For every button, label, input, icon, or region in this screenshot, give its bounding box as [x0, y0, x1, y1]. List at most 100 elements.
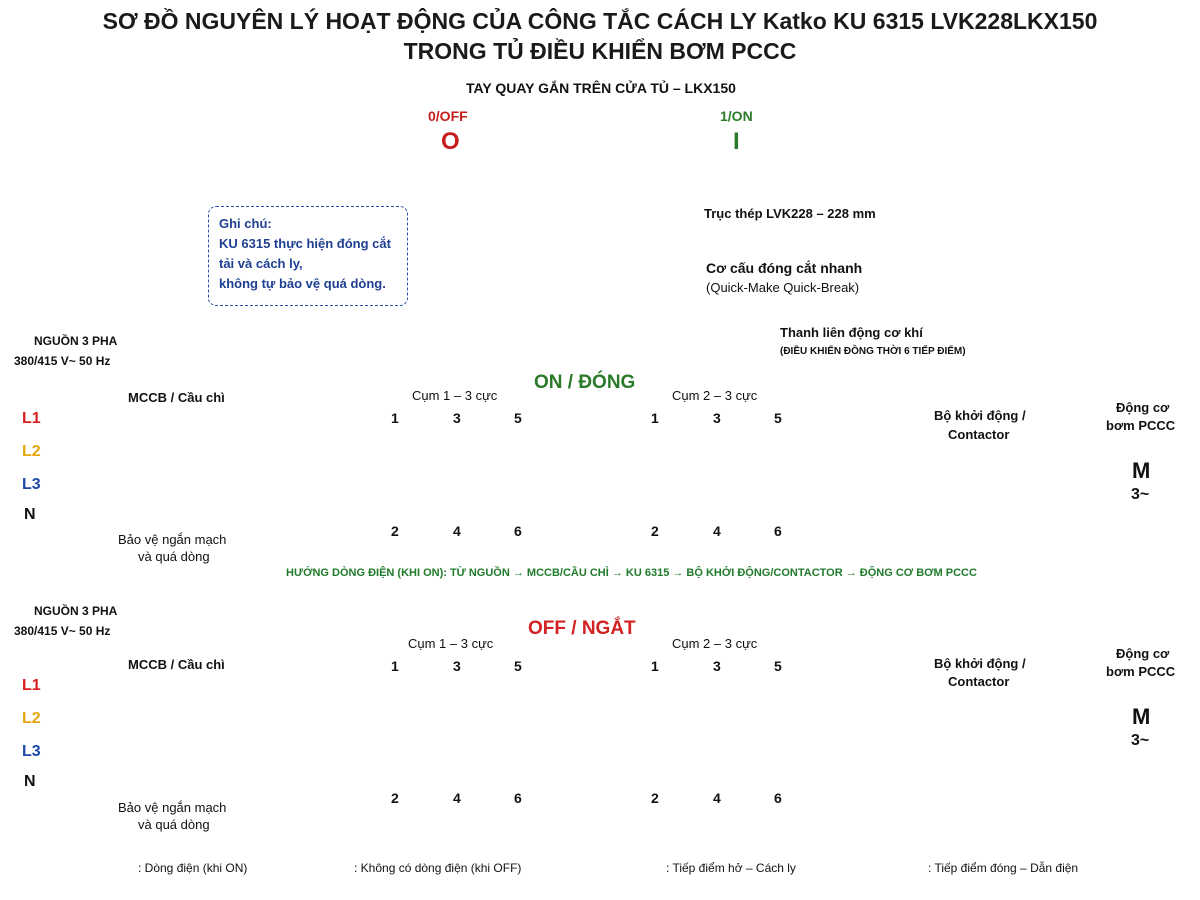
contact-number: 6: [514, 790, 522, 806]
on-panel-title: ON / ĐÓNG: [534, 372, 636, 393]
motor-title-bottom: Động cơ: [1116, 646, 1170, 661]
contactor-box-top: [911, 403, 1055, 539]
motor-symbol-top: M: [1132, 458, 1151, 483]
shaft-label: Trục thép LVK228 – 228 mm: [704, 206, 876, 221]
mccb-sub2-bottom: và quá dòng: [138, 817, 210, 832]
phase-label-n-bottom: N: [24, 773, 36, 790]
contact-number: 5: [774, 658, 782, 674]
contact-number: 5: [774, 410, 782, 426]
contact-number: 4: [713, 523, 721, 539]
contact-number: 3: [713, 658, 721, 674]
contact-number: 2: [391, 523, 399, 539]
bottom-output-lines: [1056, 688, 1102, 764]
note-line-1: KU 6315 thực hiện đóng cắt: [219, 236, 391, 251]
mccb-title-top: MCCB / Cầu chì: [128, 390, 225, 405]
no-current-marks: [882, 683, 900, 775]
contact-number: 1: [651, 410, 659, 426]
mccb-sub2-top: và quá dòng: [138, 549, 210, 564]
mccb-fuses-top: [127, 473, 219, 499]
contactor-sub-top: Contactor: [948, 427, 1010, 442]
source-voltage-top: 380/415 V~ 50 Hz: [14, 354, 111, 368]
motor-sub-top: bơm PCCC: [1106, 418, 1176, 433]
flow-arrow-bottom: [290, 705, 322, 733]
contact-number: 6: [774, 523, 782, 539]
handle-label: TAY QUAY GẮN TRÊN CỬA TỦ – LKX150: [466, 80, 736, 96]
contact-number: 3: [453, 410, 461, 426]
mechanism-title: Cơ cấu đóng cắt nhanh: [706, 260, 863, 276]
mccb-title-bottom: MCCB / Cầu chì: [128, 657, 225, 672]
legend-no-current-text: : Không có dòng điện (khi OFF): [354, 861, 522, 875]
flow-line-arrow: [242, 565, 278, 583]
contact-number: 3: [713, 410, 721, 426]
quick-break-mechanism: [541, 253, 649, 311]
mechanism-subtitle: (Quick-Make Quick-Break): [706, 280, 860, 295]
on-group2-label: Cụm 2 – 3 cực: [672, 388, 758, 403]
flow-arrow-top: [290, 438, 322, 466]
contact-number: 4: [453, 523, 461, 539]
contact-number: 6: [514, 523, 522, 539]
steel-shaft: [584, 191, 602, 255]
contact-number: 3: [453, 658, 461, 674]
contact-number: 1: [391, 658, 399, 674]
contact-number: 5: [514, 658, 522, 674]
contactor-sub-bottom: Contactor: [948, 674, 1010, 689]
contact-number: 6: [774, 790, 782, 806]
flow-direction-text: HƯỚNG DÒNG ĐIỆN (KHI ON): TỪ NGUỒN → MCC…: [286, 567, 977, 579]
contact-number: 2: [391, 790, 399, 806]
motor-title-top: Động cơ: [1116, 400, 1170, 415]
source-label-top: NGUỒN 3 PHA: [34, 334, 118, 348]
legend-current-icon: [84, 858, 130, 878]
mccb-sub1-bottom: Bảo vệ ngắn mạch: [118, 800, 227, 815]
legend-open-text: : Tiếp điểm hở – Cách ly: [666, 861, 796, 875]
top-output-lines: [1056, 439, 1103, 516]
note-title: Ghi chú:: [219, 216, 272, 231]
contact-number: 1: [651, 658, 659, 674]
bottom-source-lines: [46, 674, 295, 792]
door-handle: [489, 99, 687, 193]
phase-label-l1-top: L1: [22, 410, 41, 427]
off-group1-label: Cụm 1 – 3 cực: [408, 636, 494, 651]
open-contacts: [390, 680, 787, 778]
note-line-3: không tự bảo vệ quá dòng.: [219, 276, 386, 291]
off-position-label: 0/OFF: [428, 108, 468, 124]
contactor-title-bottom: Bộ khởi động /: [934, 656, 1026, 671]
legend-no-current-icon: [322, 858, 342, 878]
closed-contacts: [387, 431, 788, 523]
on-panel-box: [327, 367, 849, 553]
off-phase-lines: [330, 690, 878, 768]
motor-symbol-bottom: M: [1132, 704, 1151, 729]
source-voltage-bottom: 380/415 V~ 50 Hz: [14, 624, 111, 638]
phase-label-n-top: N: [24, 506, 36, 523]
legend-closed-contact-icon: [849, 861, 917, 875]
phase-label-l1-bottom: L1: [22, 677, 41, 694]
motor-sub-bottom: bơm PCCC: [1106, 664, 1176, 679]
off-panel-box: [327, 611, 849, 827]
motor-phase-top: 3~: [1131, 486, 1150, 503]
contact-number: 2: [651, 790, 659, 806]
on-position-symbol: I: [733, 128, 740, 155]
linkage-bar: [457, 325, 727, 368]
phase-label-l3-bottom: L3: [22, 743, 41, 760]
on-position-label: 1/ON: [720, 108, 753, 124]
note-line-2: tải và cách ly,: [219, 256, 303, 271]
on-phase-lines: [330, 432, 907, 520]
top-source-lines: [46, 407, 295, 525]
linkage-bar-title: Thanh liên động cơ khí: [780, 325, 923, 340]
off-position-symbol: O: [441, 128, 460, 155]
contact-number: 2: [651, 523, 659, 539]
contact-number: 4: [713, 790, 721, 806]
phase-label-l3-top: L3: [22, 476, 41, 493]
mccb-fuses-bottom: [127, 740, 219, 766]
off-group2-label: Cụm 2 – 3 cực: [672, 636, 758, 651]
source-label-bottom: NGUỒN 3 PHA: [34, 604, 118, 618]
contact-number: 4: [453, 790, 461, 806]
contactor-title-top: Bộ khởi động /: [934, 408, 1026, 423]
motor-phase-bottom: 3~: [1131, 732, 1150, 749]
note-box: Ghi chú: KU 6315 thực hiện đóng cắt tải …: [208, 206, 408, 306]
legend-current-text: : Dòng điện (khi ON): [138, 861, 248, 875]
legend-open-contact-icon: [593, 861, 659, 875]
off-panel-title: OFF / NGẮT: [528, 618, 636, 639]
linkage-bar-subtitle: (ĐIỀU KHIỂN ĐỒNG THỜI 6 TIẾP ĐIỂM): [780, 346, 966, 357]
contact-number: 1: [391, 410, 399, 426]
